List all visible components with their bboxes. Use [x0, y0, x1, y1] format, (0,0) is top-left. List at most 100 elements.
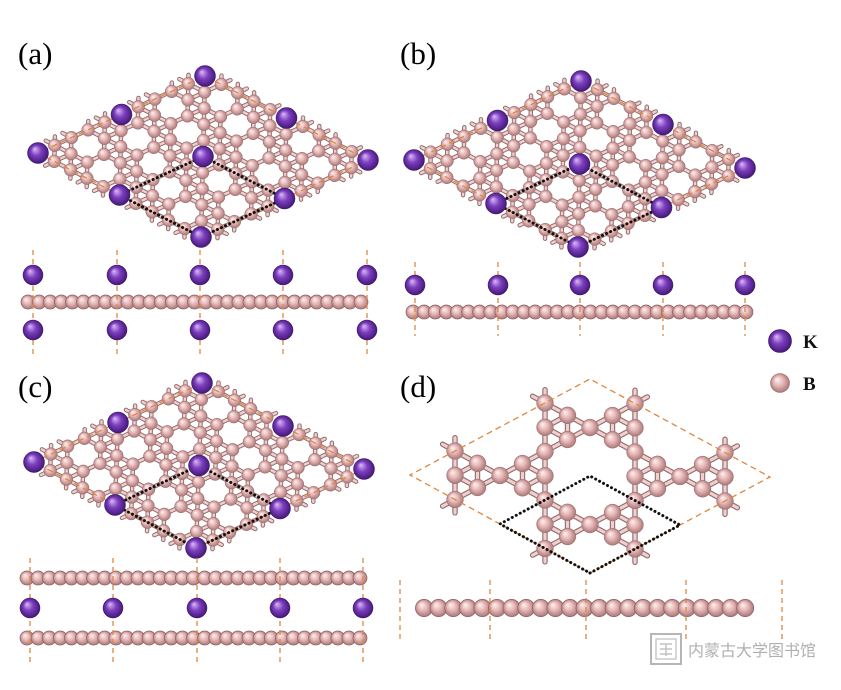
boron-atom: [572, 173, 586, 188]
boron-atom: [114, 123, 128, 138]
boron-atom: [688, 168, 702, 182]
panel-label: (d): [400, 369, 436, 404]
boron-atom: [144, 416, 158, 430]
potassium-atom: [570, 70, 592, 92]
boron-atom: [603, 503, 622, 522]
boron-atom: [246, 110, 261, 124]
boron-atom: [93, 456, 107, 471]
boron-atom: [108, 481, 123, 496]
boron-atom: [306, 486, 321, 500]
boron-atom: [626, 419, 644, 437]
potassium-atom: [192, 145, 214, 168]
potassium-atom: [107, 411, 129, 434]
boron-atom: [98, 115, 112, 129]
boron-atom: [97, 147, 111, 162]
boron-atom: [558, 527, 577, 546]
panel-label: (c): [18, 369, 52, 404]
boron-atom: [143, 449, 157, 463]
boron-atom: [109, 465, 123, 479]
boron-atom: [588, 199, 602, 213]
potassium-atom: [110, 103, 133, 126]
boron-atom: [180, 141, 194, 155]
boron-atom: [605, 158, 620, 172]
boron-atom: [211, 190, 226, 204]
panel-label: (b): [400, 36, 436, 71]
boron-atom: [605, 207, 619, 222]
boron-atom: [571, 223, 585, 238]
boron-atom: [279, 143, 293, 157]
legend-item-potassium: K: [768, 329, 818, 353]
boron-atom: [213, 109, 228, 124]
boron-atom: [261, 183, 275, 197]
boron-atom: [489, 163, 504, 177]
potassium-atom: [189, 264, 211, 286]
boron-atom: [190, 508, 204, 522]
boron-atom: [573, 107, 588, 121]
boron-atom: [76, 464, 90, 478]
boron-atom: [192, 442, 207, 456]
boron-atom: [259, 427, 273, 441]
supercell-outline: [408, 378, 772, 574]
boron-atom: [228, 182, 242, 197]
panel-d: (d): [399, 369, 783, 642]
boron-atom: [178, 221, 192, 236]
boron-atom: [195, 165, 210, 180]
boron-atom: [352, 630, 368, 646]
library-seal-icon: [650, 633, 682, 665]
potassium-atom: [275, 107, 298, 129]
bond-tubes: [441, 388, 739, 564]
boron-atom: [716, 468, 734, 486]
boron-atom: [80, 171, 94, 185]
potassium-atom: [273, 187, 296, 210]
potassium-atom: [404, 274, 426, 296]
periodic-guide-lines: [414, 262, 746, 336]
boron-atom: [210, 417, 224, 432]
boron-atom: [80, 155, 94, 169]
boron-atom: [311, 176, 325, 190]
boron-atom: [279, 127, 293, 141]
boron-atom: [327, 168, 342, 183]
panel-c: (c): [18, 369, 375, 662]
potassium-atom: [486, 109, 509, 132]
potassium-atom: [186, 597, 208, 619]
boron-atom: [513, 454, 532, 473]
boron-layer: [19, 570, 368, 646]
potassium-atom: [567, 236, 589, 258]
boron-atom: [457, 129, 471, 143]
potassium-atom: [734, 274, 756, 296]
boron-atom: [588, 182, 603, 196]
boron-atom: [159, 458, 173, 472]
potassium-atom-icon: [768, 329, 792, 353]
boron-atom: [638, 192, 652, 206]
boron-atom: [294, 168, 309, 182]
boron-atom: [671, 467, 689, 486]
top-view-structure: [408, 378, 772, 575]
boron-atom: [197, 85, 212, 99]
boron-atom: [44, 447, 58, 461]
boron-atom: [603, 431, 622, 449]
boron-atom: [536, 394, 554, 412]
boron-atom: [290, 477, 305, 491]
boron-atom: [114, 140, 128, 154]
boron-atom: [163, 149, 177, 163]
boron-atom: [194, 409, 208, 423]
top-view-structure: [403, 70, 756, 258]
potassium-atom: [104, 494, 126, 516]
boron-atom: [312, 128, 326, 142]
boron-atom: [262, 151, 276, 165]
boron-atom: [308, 453, 322, 467]
boron-atom: [473, 171, 487, 185]
boron-atom: [648, 479, 667, 498]
boron-atom: [211, 206, 225, 220]
boron-atom: [457, 146, 471, 160]
potassium-atom: [357, 149, 379, 171]
boron-atom: [472, 188, 487, 202]
boron-atom: [705, 160, 719, 174]
boron-atom: [558, 430, 577, 449]
boron-atom: [590, 116, 604, 130]
boron-atom: [536, 467, 554, 485]
boron-atom: [113, 156, 127, 170]
boron-atom: [181, 93, 195, 107]
boron-atom: [164, 116, 178, 131]
boron-atom: [292, 427, 306, 442]
